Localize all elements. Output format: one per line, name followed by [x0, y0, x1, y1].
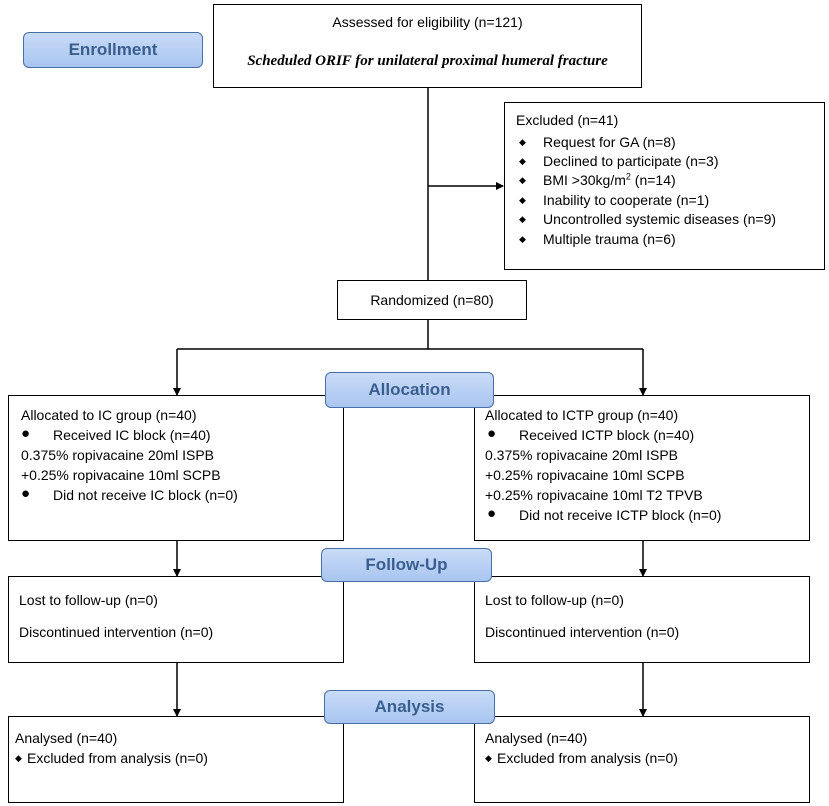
ictp-followup-box: Lost to follow-up (n=0) Discontinued int… — [474, 576, 810, 663]
excluded-item: Multiple trauma (n=6) — [543, 231, 676, 247]
ictp-dose-1: 0.375% ropivacaine 20ml ISPB — [485, 447, 678, 463]
excluded-item: Declined to participate (n=3) — [543, 153, 719, 169]
diamond-bullet: ◆ — [519, 234, 526, 244]
excluded-title: Excluded (n=41) — [516, 112, 619, 128]
diamond-bullet: ◆ — [519, 175, 526, 185]
ictp-dose-2: +0.25% ropivacaine 10ml SCPB — [485, 467, 685, 483]
ic-excluded-analysis: Excluded from analysis (n=0) — [27, 750, 208, 766]
ic-received: Received IC block (n=40) — [53, 427, 211, 443]
stage-enrollment: Enrollment — [23, 32, 203, 68]
excluded-item: Uncontrolled systemic diseases (n=9) — [543, 211, 777, 227]
diamond-bullet: ◆ — [519, 137, 526, 147]
ictp-excluded-analysis: Excluded from analysis (n=0) — [497, 750, 678, 766]
randomized-box: Randomized (n=80) — [337, 280, 527, 320]
bmi-count: (n=14) — [630, 172, 676, 188]
ic-analysed: Analysed (n=40) — [15, 730, 118, 746]
circle-bullet: ● — [487, 425, 497, 442]
ic-not-received: Did not receive IC block (n=0) — [53, 487, 238, 503]
ic-lost: Lost to follow-up (n=0) — [19, 592, 158, 608]
ic-analysis-box: Analysed (n=40) ◆ Excluded from analysis… — [8, 716, 344, 803]
stage-followup: Follow-Up — [321, 548, 492, 582]
assessed-title: Assessed for eligibility (n=121) — [332, 14, 523, 30]
ictp-lost: Lost to follow-up (n=0) — [485, 592, 624, 608]
ic-followup-box: Lost to follow-up (n=0) Discontinued int… — [8, 576, 344, 663]
bmi-superscript: 2 — [625, 171, 631, 182]
ic-dose-1: 0.375% ropivacaine 20ml ISPB — [21, 447, 214, 463]
excluded-item: Request for GA (n=8) — [543, 134, 676, 150]
assessed-subtitle: Scheduled ORIF for unilateral proximal h… — [247, 53, 608, 69]
assessed-box: Assessed for eligibility (n=121) Schedul… — [213, 4, 642, 88]
ic-allocation-box: Allocated to IC group (n=40) ● Received … — [8, 395, 344, 541]
circle-bullet: ● — [487, 505, 497, 522]
randomized-label: Randomized (n=80) — [370, 292, 494, 308]
diamond-bullet: ◆ — [519, 214, 526, 224]
ictp-received: Received ICTP block (n=40) — [519, 427, 695, 443]
ictp-analysis-box: Analysed (n=40) ◆ Excluded from analysis… — [474, 716, 810, 803]
ictp-not-received: Did not receive ICTP block (n=0) — [519, 507, 722, 523]
ictp-allocation-box: Allocated to ICTP group (n=40) ● Receive… — [474, 395, 810, 541]
diamond-bullet: ◆ — [15, 753, 22, 763]
ictp-discontinued: Discontinued intervention (n=0) — [485, 624, 680, 640]
excluded-item: Inability to cooperate (n=1) — [543, 192, 710, 208]
circle-bullet: ● — [21, 485, 31, 502]
stage-analysis: Analysis — [324, 690, 495, 724]
diamond-bullet: ◆ — [519, 195, 526, 205]
circle-bullet: ● — [21, 425, 31, 442]
ic-discontinued: Discontinued intervention (n=0) — [19, 624, 214, 640]
ic-allocated: Allocated to IC group (n=40) — [21, 407, 197, 423]
ic-dose-2: +0.25% ropivacaine 10ml SCPB — [21, 467, 221, 483]
diamond-bullet: ◆ — [485, 753, 492, 763]
excluded-box: Excluded (n=41) ◆ Request for GA (n=8) ◆… — [504, 102, 825, 270]
ictp-dose-3: +0.25% ropivacaine 10ml T2 TPVB — [485, 487, 703, 503]
bmi-label: BMI >30kg/m — [543, 172, 626, 188]
ictp-allocated: Allocated to ICTP group (n=40) — [485, 407, 679, 423]
excluded-item-bmi: BMI >30kg/m2 (n=14) — [543, 171, 676, 189]
stage-allocation: Allocation — [325, 372, 494, 408]
diamond-bullet: ◆ — [519, 156, 526, 166]
ictp-analysed: Analysed (n=40) — [485, 730, 588, 746]
